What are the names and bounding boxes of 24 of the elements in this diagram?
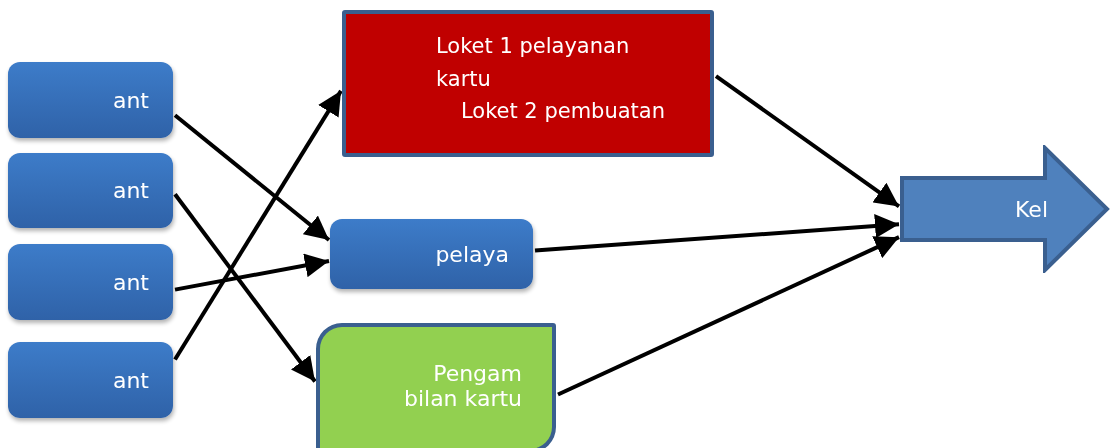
node-label: ant: [112, 269, 149, 295]
arrow: [173, 89, 343, 361]
node-label: ant: [112, 367, 149, 393]
arrow: [173, 193, 317, 383]
node-label: ant: [112, 87, 149, 113]
process-box: [8, 62, 173, 138]
node-label: Pengam bilan kartu: [402, 361, 522, 411]
arrow: [714, 74, 901, 209]
block-arrow: [900, 145, 1110, 273]
process-box: [316, 323, 556, 448]
process-box: [330, 219, 533, 289]
arrow: [557, 235, 900, 397]
process-box: [8, 153, 173, 228]
node-label: ant: [112, 178, 149, 203]
process-box: [8, 244, 173, 320]
arrow: [173, 113, 331, 242]
node-label: Kel: [1015, 196, 1048, 222]
node-label: pelaya: [435, 241, 509, 267]
node-label: Loket 1 pelayanan kartu: [436, 33, 631, 93]
arrow: [174, 253, 330, 292]
arrow: [534, 214, 900, 253]
process-box: [342, 10, 714, 157]
node-label: Loket 2 pembuatan: [460, 98, 666, 126]
process-box: [8, 342, 173, 418]
